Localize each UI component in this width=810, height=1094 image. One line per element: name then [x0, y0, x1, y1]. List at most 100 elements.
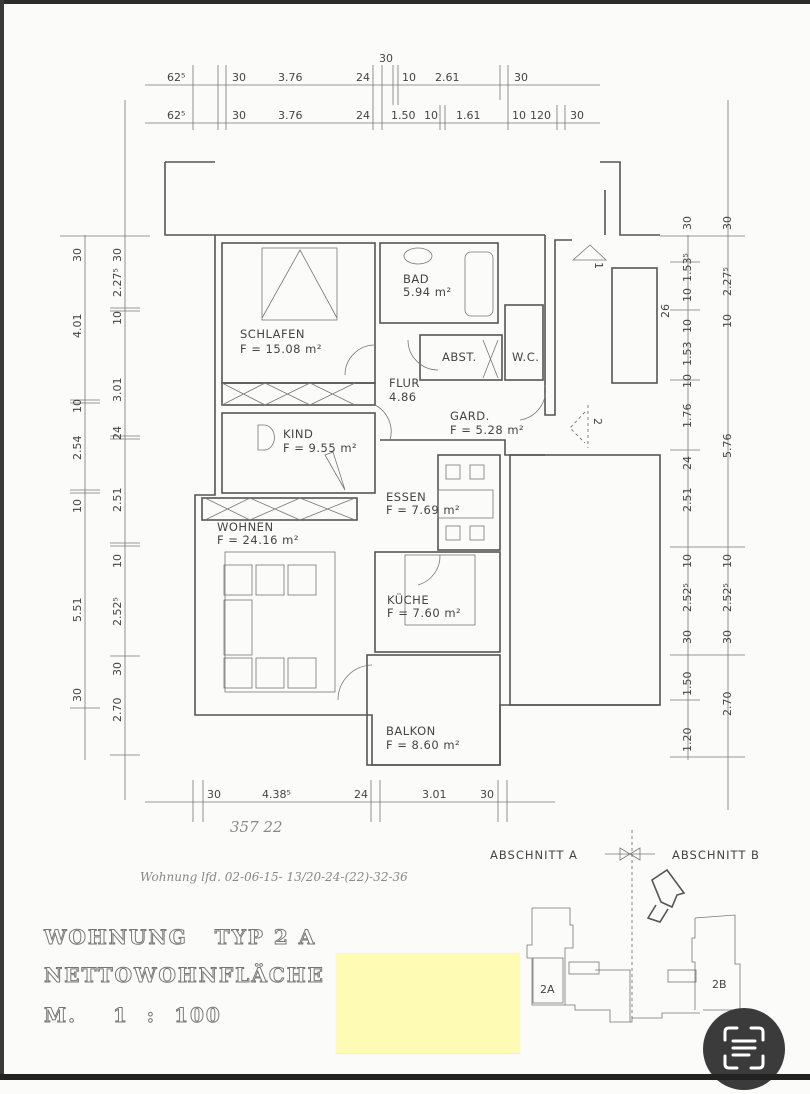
dim-top2-7: 10	[512, 109, 526, 122]
svg-text:2.70: 2.70	[721, 692, 734, 717]
left-dimensions: 30 4.01 10 2.54 10 5.51 30 30 2.27⁵ 10 3…	[71, 248, 124, 722]
svg-text:2.51: 2.51	[111, 488, 124, 513]
svg-text:5.76: 5.76	[721, 434, 734, 459]
dim-top1-2: 3.76	[278, 71, 303, 84]
title-wohnung-typ: WOHNUNG TYP 2 A	[43, 925, 317, 950]
bottom-dimension-line	[145, 780, 555, 822]
svg-text:30: 30	[721, 216, 734, 230]
dim-bottom-3: 3.01	[422, 788, 447, 801]
handwritten-number: 357 22	[230, 818, 283, 836]
svg-text:2.52⁵: 2.52⁵	[721, 583, 734, 612]
svg-text:2A: 2A	[540, 983, 555, 996]
svg-text:24: 24	[681, 456, 694, 470]
svg-text:1.53: 1.53	[681, 342, 694, 367]
svg-text:1: 1	[592, 262, 605, 269]
dim-top1-5: 2.61	[435, 71, 460, 84]
room-balkon-area: F = 8.60 m²	[386, 738, 460, 752]
dim-top2-4: 1.50	[391, 109, 416, 122]
svg-text:1.50: 1.50	[681, 672, 694, 697]
svg-text:2.52⁵: 2.52⁵	[111, 597, 124, 626]
svg-text:10: 10	[111, 311, 124, 325]
svg-text:2.27⁵: 2.27⁵	[721, 267, 734, 296]
dim-top1-3: 24	[356, 71, 370, 84]
sticky-note	[336, 953, 520, 1053]
text-scan-icon	[723, 1026, 765, 1070]
window-left-edge	[0, 0, 4, 1080]
svg-text:1.76: 1.76	[681, 404, 694, 429]
entrance-marker-1: 1	[571, 244, 608, 269]
svg-text:10: 10	[71, 399, 84, 413]
svg-text:2.52⁵: 2.52⁵	[681, 583, 694, 612]
window-bottom-edge	[0, 1074, 810, 1080]
room-abst-name: ABST.	[442, 350, 477, 364]
svg-text:2B: 2B	[712, 978, 727, 991]
room-flur-area: 4.86	[389, 390, 417, 404]
svg-text:10: 10	[681, 288, 694, 302]
svg-text:30: 30	[721, 630, 734, 644]
dim-top1-4: 10	[402, 71, 416, 84]
svg-text:ABSCHNITT B: ABSCHNITT B	[672, 848, 760, 862]
svg-text:2.51: 2.51	[681, 488, 694, 513]
svg-text:10: 10	[681, 319, 694, 333]
svg-text:30: 30	[71, 248, 84, 262]
svg-text:10: 10	[721, 314, 734, 328]
svg-text:2: 2	[591, 418, 604, 425]
dim-top2-0: 62⁵	[167, 109, 185, 122]
room-essen-area: F = 7.69 m²	[386, 503, 460, 517]
room-gard-name: GARD.	[450, 409, 490, 423]
room-wohnen-area: F = 24.16 m²	[217, 533, 299, 547]
svg-text:30: 30	[111, 248, 124, 262]
side-dimension-lines	[60, 100, 745, 810]
room-wohnen-name: WOHNEN	[217, 520, 274, 534]
room-kind-name: KIND	[283, 427, 313, 441]
title-scale: M. 1 : 100	[44, 1003, 222, 1028]
svg-text:2.27⁵: 2.27⁵	[111, 268, 124, 297]
dim-top2-2: 3.76	[278, 109, 303, 122]
svg-text:30: 30	[681, 630, 694, 644]
svg-text:30: 30	[111, 662, 124, 676]
dim-top2-5: 10	[424, 109, 438, 122]
dim-top2-3: 24	[356, 109, 370, 122]
room-kueche-area: F = 7.60 m²	[387, 606, 461, 620]
svg-text:5.51: 5.51	[71, 598, 84, 623]
room-essen-name: ESSEN	[386, 490, 426, 504]
dim-bottom-2: 24	[354, 788, 368, 801]
svg-text:ABSCHNITT A: ABSCHNITT A	[490, 848, 578, 862]
dim-bottom-1: 4.38⁵	[262, 788, 291, 801]
svg-text:10: 10	[721, 554, 734, 568]
top-dimension-lines	[145, 65, 600, 130]
room-bad-name: BAD	[403, 272, 429, 286]
dim-top2-1: 30	[232, 109, 246, 122]
svg-text:10: 10	[71, 499, 84, 513]
dim-top2-6: 1.61	[456, 109, 481, 122]
window-top-edge	[0, 0, 810, 4]
svg-text:24: 24	[111, 426, 124, 440]
svg-text:10: 10	[681, 554, 694, 568]
dim-top1-extra: 30	[379, 52, 393, 65]
walls	[164, 161, 661, 766]
svg-text:10: 10	[111, 554, 124, 568]
svg-text:3.01: 3.01	[111, 378, 124, 403]
svg-text:4.01: 4.01	[71, 314, 84, 339]
svg-text:1.20: 1.20	[681, 728, 694, 753]
room-kueche-name: KÜCHE	[387, 591, 429, 607]
dim-top2-8: 120	[530, 109, 551, 122]
room-schlafen-area: F = 15.08 m²	[240, 342, 322, 356]
room-labels: SCHLAFEN F = 15.08 m² BAD 5.94 m² ABST. …	[217, 272, 539, 752]
svg-text:1.53⁵: 1.53⁵	[681, 253, 694, 282]
room-kind-area: F = 9.55 m²	[283, 441, 357, 455]
room-balkon-name: BALKON	[386, 724, 436, 738]
room-gard-area: F = 5.28 m²	[450, 423, 524, 437]
site-plan: 2A 2B	[526, 907, 741, 1023]
handwritten-note: Wohnung lfd. 02-06-15- 13/20-24-(22)-32-…	[140, 870, 408, 884]
entrance-marker-2: 2	[569, 405, 604, 448]
dim-top2-9: 30	[570, 109, 584, 122]
room-wc-name: W.C.	[512, 350, 539, 364]
room-flur-name: FLUR	[389, 376, 420, 390]
dim-top1-0: 62⁵	[167, 71, 185, 84]
svg-text:26: 26	[659, 304, 672, 318]
right-dimensions: 30 1.53⁵ 10 26 10 1.53 10 1.76 24 2.51 1…	[659, 216, 734, 752]
dim-top1-1: 30	[232, 71, 246, 84]
title-nettowohnflaeche: NETTOWOHNFLÄCHE	[44, 963, 325, 988]
svg-text:2.54: 2.54	[71, 436, 84, 461]
